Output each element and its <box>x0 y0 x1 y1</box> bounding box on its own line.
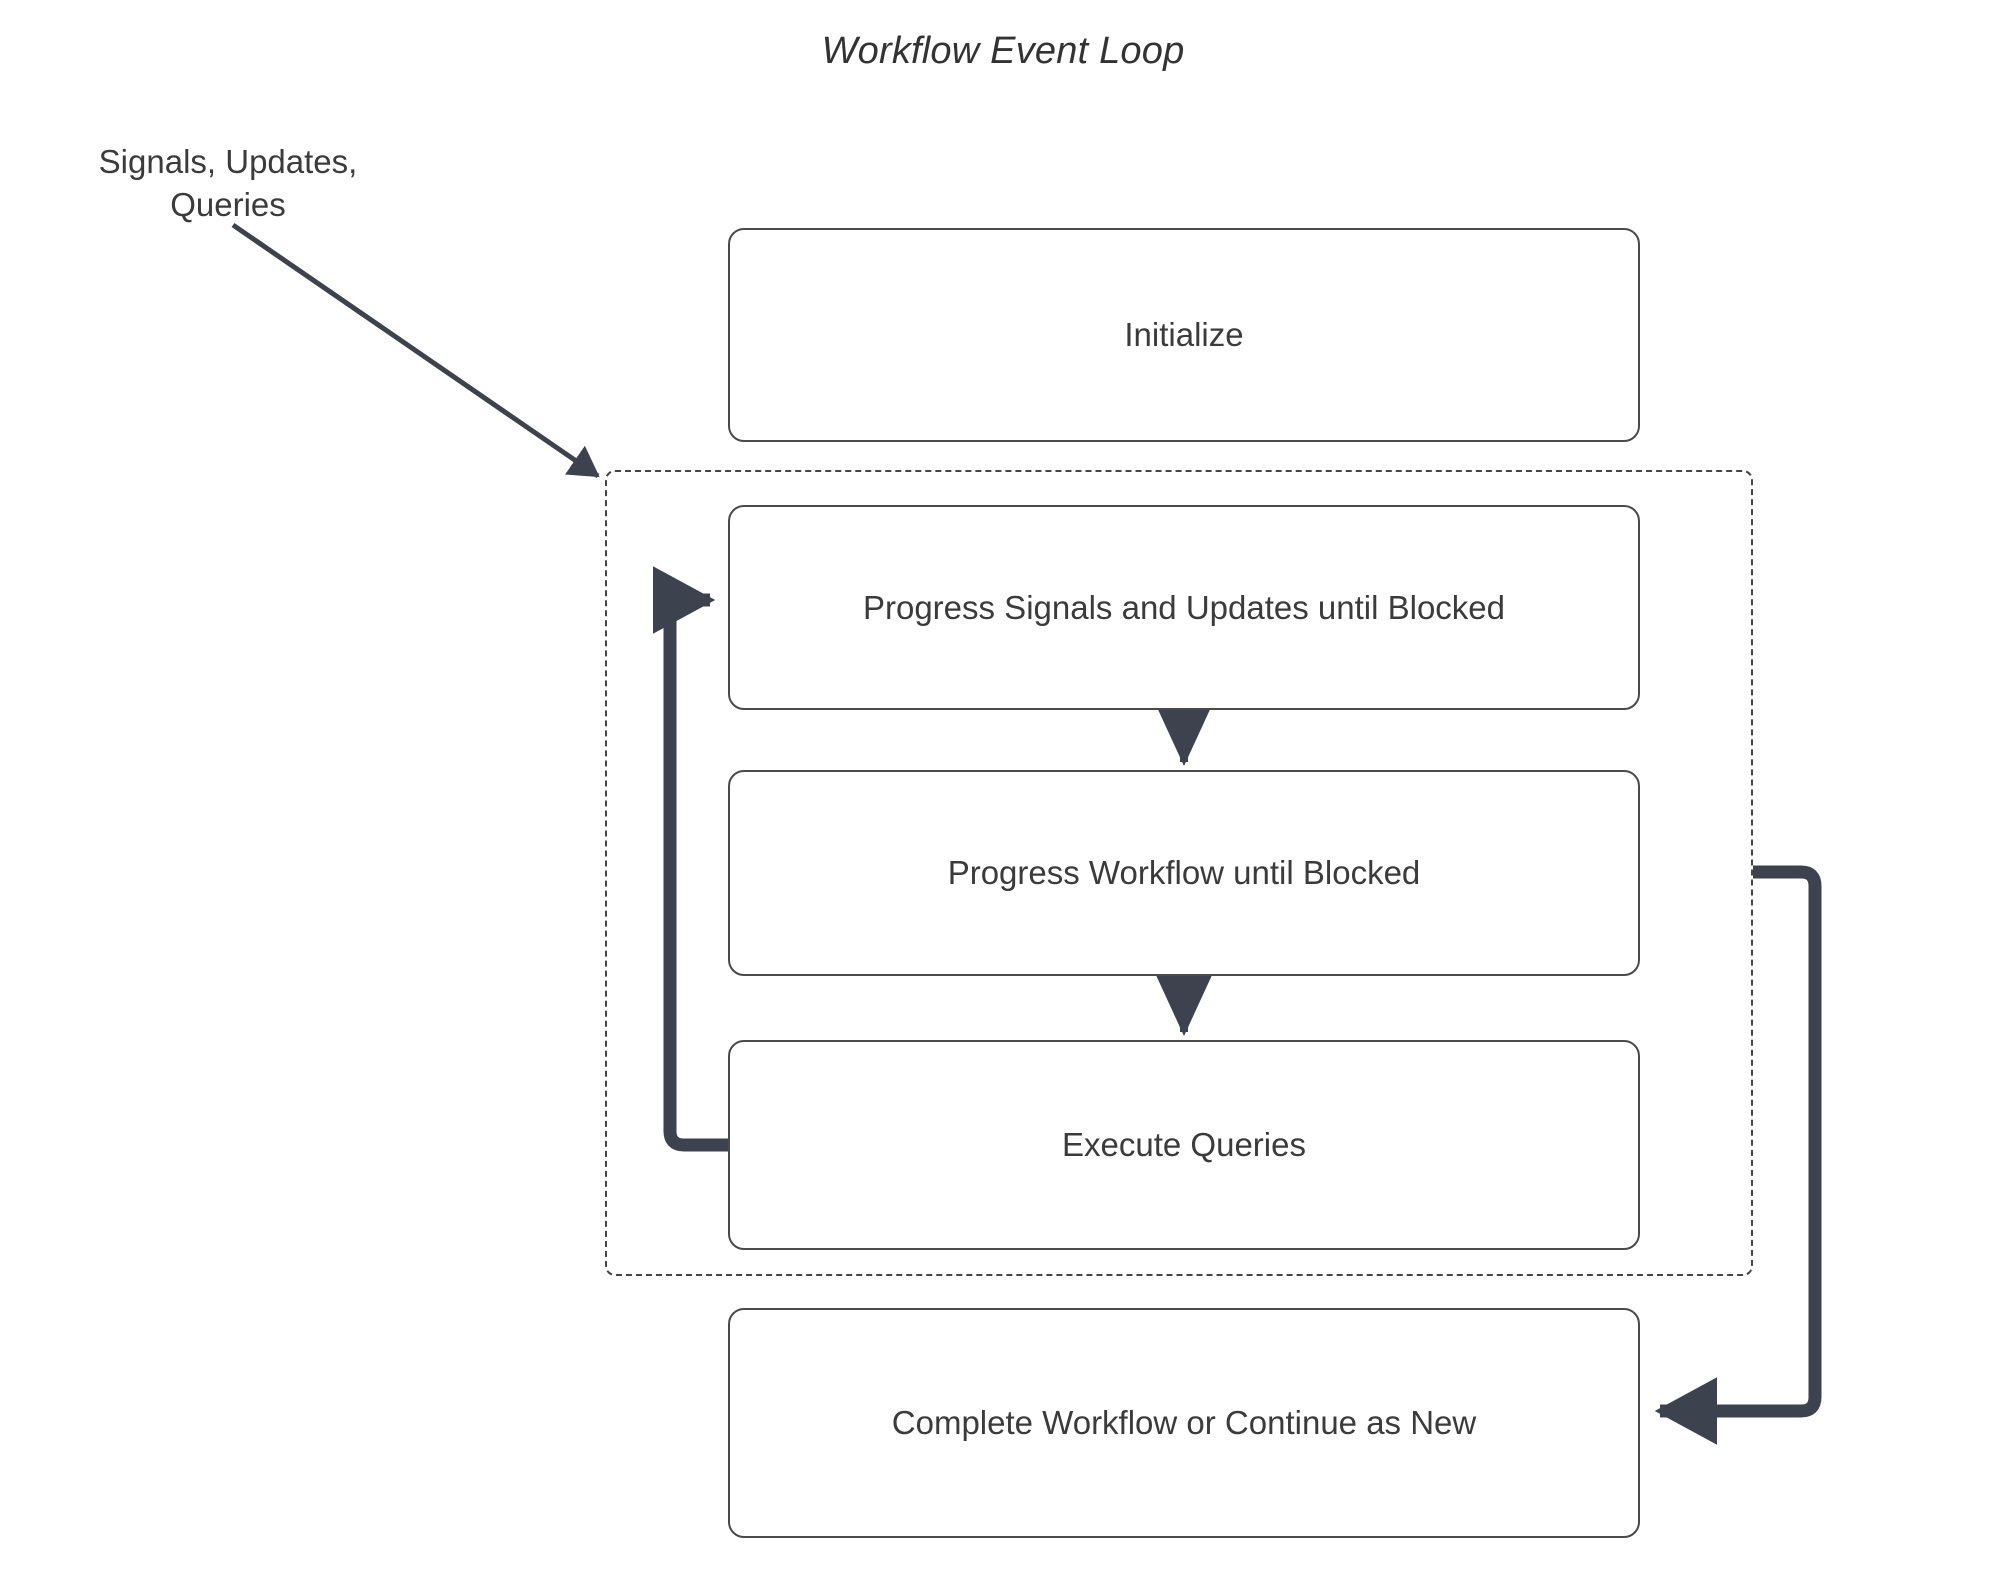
node-complete-label: Complete Workflow or Continue as New <box>891 1404 1477 1441</box>
node-progress-signals-and-updates[interactable]: Progress Signals and Updates until Block… <box>728 505 1640 710</box>
node-execute-queries-label: Execute Queries <box>1062 1126 1306 1163</box>
node-execute-queries[interactable]: Execute Queries <box>728 1040 1640 1250</box>
node-progress-workflow[interactable]: Progress Workflow until Blocked <box>728 770 1640 976</box>
external-input-label: Signals, Updates, Queries <box>98 143 358 223</box>
event-loop-group-boundary <box>605 470 1753 1276</box>
node-progress-signals-label: Progress Signals and Updates until Block… <box>862 588 1506 626</box>
node-initialize[interactable]: Initialize <box>728 228 1640 442</box>
page-title: Workflow Event Loop <box>821 30 1185 72</box>
node-complete-workflow-or-continue-as-new[interactable]: Complete Workflow or Continue as New <box>728 1308 1640 1538</box>
node-progress-workflow-label: Progress Workflow until Blocked <box>947 854 1421 891</box>
edge-signals-to-loop <box>231 222 600 479</box>
node-initialize-label: Initialize <box>1124 316 1244 353</box>
